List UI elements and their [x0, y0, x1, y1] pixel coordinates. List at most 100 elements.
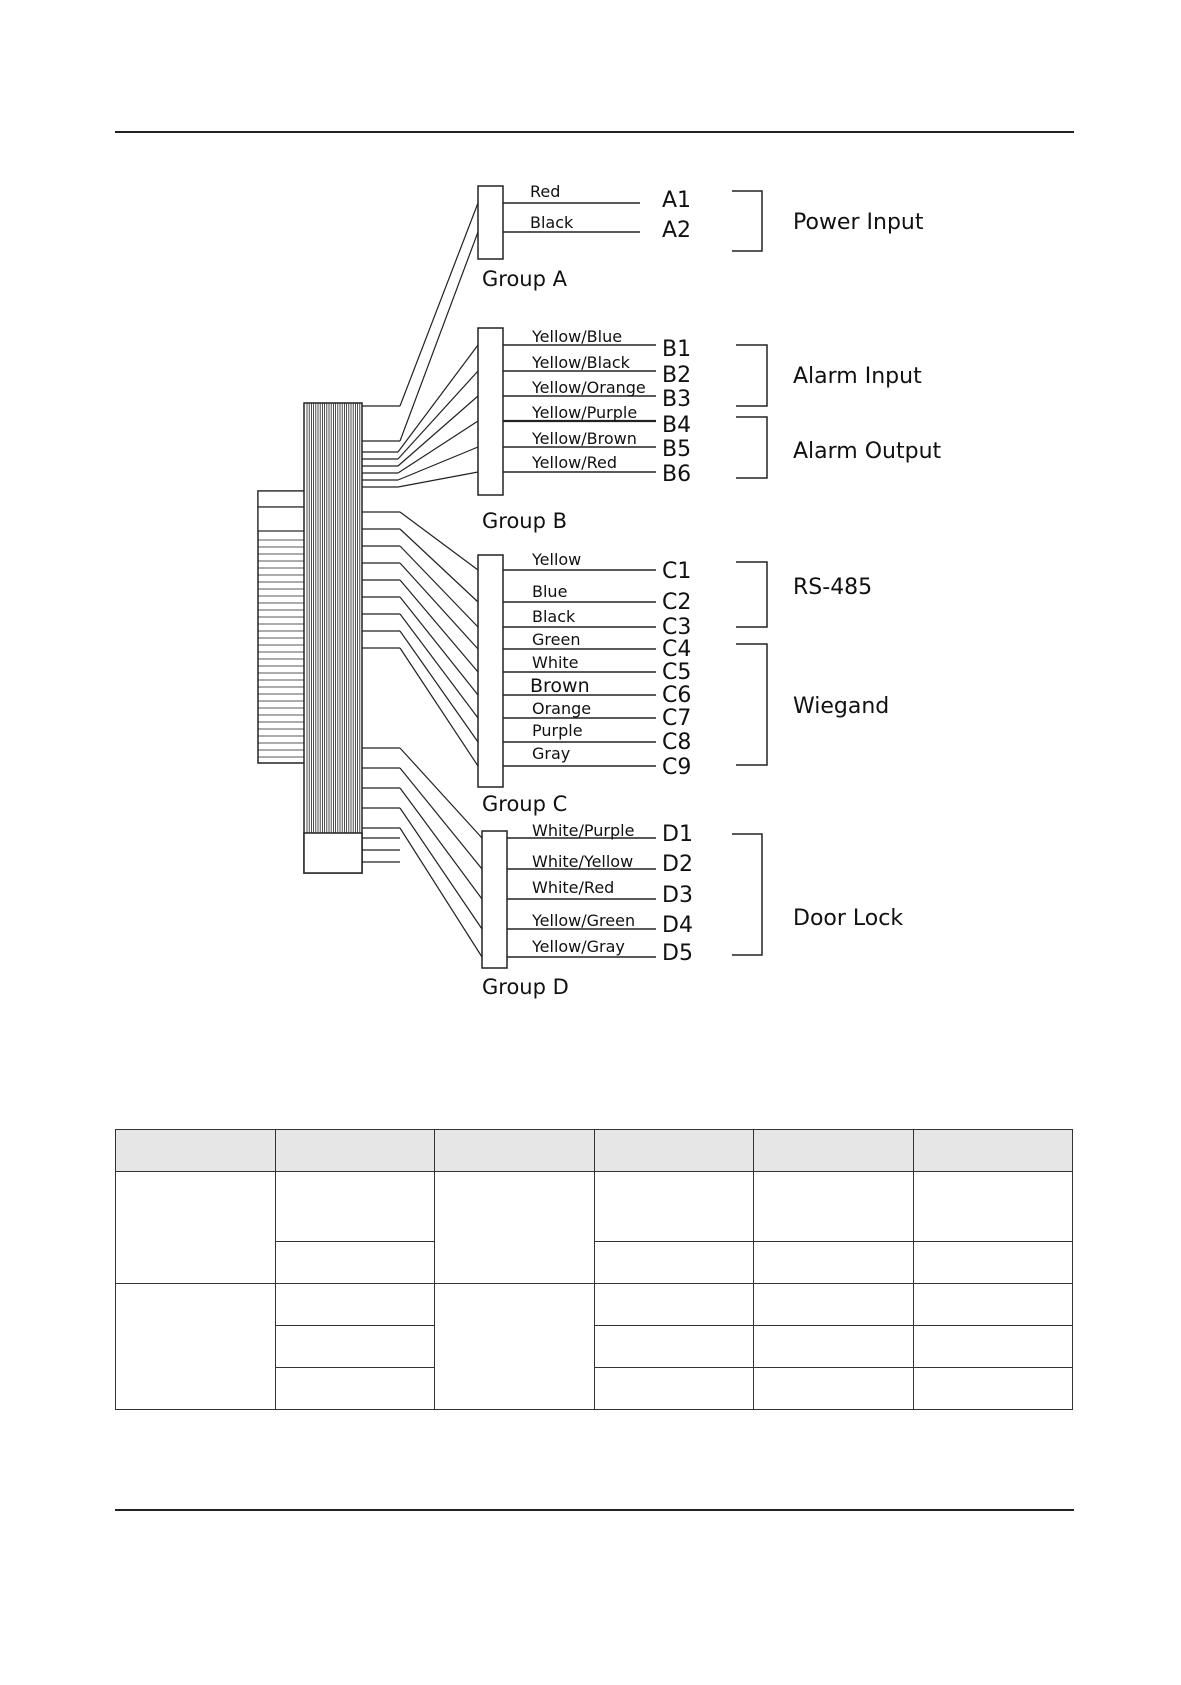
- wire-label-red: Red: [530, 182, 560, 201]
- function-alarm-output: Alarm Output: [793, 439, 942, 464]
- fan-wire: [399, 747, 483, 839]
- fan-wire: [399, 613, 479, 719]
- group-b-block: [477, 327, 504, 496]
- pin-c9: C9: [662, 755, 691, 780]
- fan-wire: [399, 528, 479, 603]
- wire-label-yellow-brown: Yellow/Brown: [531, 429, 637, 448]
- wire-label-black-c: Black: [532, 607, 576, 626]
- table-row: [115, 1171, 1073, 1284]
- group-c: Yellow Blue Black Green White Brown Oran…: [477, 550, 691, 816]
- table-cell: [593, 1283, 754, 1326]
- pin-b4: B4: [662, 413, 691, 438]
- wire-label-blue: Blue: [532, 582, 567, 601]
- pin-d1: D1: [662, 822, 693, 847]
- pin-c2: C2: [662, 590, 691, 615]
- fan-wire: [399, 545, 479, 628]
- fan-wire: [399, 511, 479, 571]
- wire-label-white-red: White/Red: [532, 878, 614, 897]
- fan-wire: [399, 202, 479, 407]
- group-b-label: Group B: [482, 509, 567, 533]
- fan-wire: [397, 471, 479, 488]
- table-cell: [434, 1283, 595, 1410]
- pin-d3: D3: [662, 883, 693, 908]
- pin-b2: B2: [662, 363, 691, 388]
- table-cell: [593, 1367, 754, 1410]
- table-header-cell: [274, 1129, 435, 1172]
- fan-wire: [397, 446, 479, 481]
- wire-label-brown: Brown: [530, 675, 590, 697]
- wire-label-yellow-green: Yellow/Green: [531, 911, 635, 930]
- pin-c7: C7: [662, 706, 691, 731]
- function-alarm-input: Alarm Input: [793, 364, 922, 389]
- fan-wire: [399, 647, 479, 767]
- group-a-block: [477, 185, 504, 260]
- fan-wire: [397, 420, 479, 474]
- wire-label-orange: Orange: [532, 699, 591, 718]
- table-cell: [274, 1171, 435, 1242]
- pin-a2: A2: [662, 218, 691, 243]
- table-cell: [912, 1325, 1073, 1368]
- table-cell: [593, 1241, 754, 1284]
- pin-d5: D5: [662, 941, 693, 966]
- table-cell: [593, 1325, 754, 1368]
- wire-label-purple: Purple: [532, 721, 583, 740]
- fan-wire: [399, 807, 483, 930]
- wire-label-white-purple: White/Purple: [532, 821, 634, 840]
- pin-table: [115, 1129, 1073, 1410]
- table-row: [116, 1325, 1073, 1368]
- pin-b6: B6: [662, 462, 691, 487]
- wire-label-black: Black: [530, 213, 574, 232]
- fan-wire: [399, 596, 479, 696]
- pin-c3: C3: [662, 615, 691, 640]
- table-cell: [274, 1367, 435, 1410]
- function-door-lock: Door Lock: [793, 906, 903, 931]
- table-cell: [753, 1325, 914, 1368]
- pin-c4: C4: [662, 637, 691, 662]
- table-header-cell: [115, 1129, 276, 1172]
- table-cell: [753, 1283, 914, 1326]
- group-d: White/Purple White/Yellow White/Red Yell…: [481, 821, 693, 999]
- table-header-row: [115, 1129, 1073, 1172]
- pin-b3: B3: [662, 387, 691, 412]
- table-cell: [912, 1367, 1073, 1410]
- function-power-input: Power Input: [793, 210, 924, 235]
- table-cell: [912, 1171, 1073, 1242]
- footer-rule: [115, 1509, 1074, 1511]
- wire-label-white: White: [532, 653, 579, 672]
- fan-wire: [399, 630, 479, 743]
- pin-c1: C1: [662, 559, 691, 584]
- wire-label-yellow-orange: Yellow/Orange: [531, 378, 646, 397]
- fan-wire: [399, 562, 479, 650]
- cable-bundle: [257, 402, 363, 874]
- pin-d4: D4: [662, 913, 693, 938]
- table-cell: [753, 1241, 914, 1284]
- table-cell: [753, 1171, 914, 1242]
- table-cell: [115, 1171, 276, 1284]
- table-cell: [593, 1171, 754, 1242]
- fan-wire: [397, 395, 479, 467]
- table-cell: [434, 1171, 595, 1284]
- table-row: [116, 1241, 1073, 1284]
- table-cell: [912, 1283, 1073, 1326]
- pin-b5: B5: [662, 437, 691, 462]
- fan-wire: [399, 787, 483, 900]
- table-cell: [274, 1283, 435, 1326]
- table-cell: [753, 1367, 914, 1410]
- pin-c6: C6: [662, 683, 691, 708]
- fan-wire: [399, 579, 479, 673]
- table-row: [115, 1283, 1073, 1410]
- function-rs-485: RS-485: [793, 575, 872, 600]
- function-wiegand: Wiegand: [793, 694, 889, 719]
- wire-label-yellow-blue: Yellow/Blue: [531, 327, 622, 346]
- fan-wire: [399, 827, 483, 958]
- function-brackets: [732, 190, 768, 956]
- pin-c8: C8: [662, 730, 691, 755]
- group-b: Yellow/Blue Yellow/Black Yellow/Orange Y…: [477, 327, 691, 533]
- wiring-diagram: Red Black A1 A2 Group A Yellow/Blue Yell…: [257, 182, 942, 999]
- pin-a1: A1: [662, 188, 691, 213]
- header-rule: [115, 131, 1074, 133]
- wire-label-gray: Gray: [532, 744, 570, 763]
- pin-c5: C5: [662, 660, 691, 685]
- wire-label-yellow: Yellow: [531, 550, 581, 569]
- table-header-cell: [912, 1129, 1073, 1172]
